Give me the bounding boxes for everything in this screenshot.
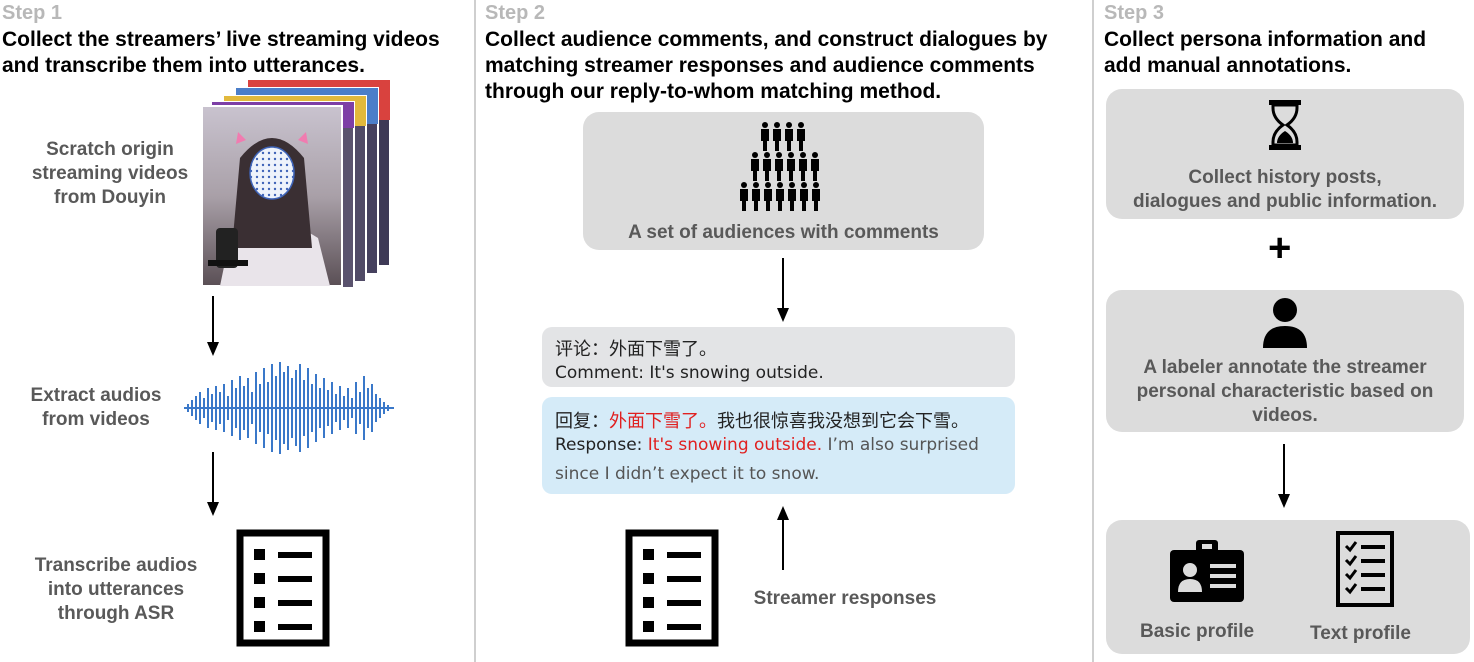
step2-title: Collect audience comments, and construct… (485, 28, 1048, 103)
document-list-icon (236, 529, 330, 647)
divider-left (474, 0, 476, 662)
response-zh-rest: 我也很惊喜我没想到它会下雪。 (717, 411, 969, 432)
basic-profile-label: Basic profile (1140, 621, 1255, 642)
down-arrow-icon (204, 452, 222, 518)
comment-en: Comment: It's snowing outside. (555, 363, 824, 383)
down-arrow-icon (1275, 444, 1293, 510)
step3-title: Collect persona information and add manu… (1104, 28, 1427, 77)
labeler-text: A labeler annotate the streamer personal… (1136, 357, 1434, 426)
response-en: Response: It's snowing outside. I’m also… (555, 435, 979, 455)
comment-bubble: 评论：外面下雪了。 Comment: It's snowing outside. (542, 327, 1015, 387)
step1-label: Step 1 (2, 2, 63, 24)
checklist-icon (1335, 530, 1395, 608)
streamer-text: Streamer responses (753, 588, 937, 609)
extract-text: Extract audios from videos (30, 385, 162, 430)
response-en-line2: since I didn’t expect it to snow. (555, 464, 820, 484)
labeler-panel: A labeler annotate the streamer personal… (1106, 290, 1464, 432)
hourglass-icon (1267, 98, 1303, 152)
audience-crowd-icon (738, 118, 828, 214)
response-en-prefix: Response: (555, 435, 648, 455)
audience-text: A set of audiences with comments (628, 222, 939, 243)
response-zh-prefix: 回复： (555, 411, 609, 432)
text-profile-label: Text profile (1310, 623, 1411, 644)
step2-label: Step 2 (485, 2, 546, 24)
down-arrow-icon (774, 258, 792, 324)
step1-title: Collect the streamers’ live streaming vi… (2, 28, 440, 77)
history-panel: Collect history posts, dialogues and pub… (1106, 89, 1464, 219)
id-card-icon (1168, 538, 1246, 604)
scratch-text: Scratch origin streaming videos from Dou… (31, 139, 189, 208)
response-bubble: 回复：外面下雪了。我也很惊喜我没想到它会下雪。 Response: It's s… (542, 397, 1015, 494)
step3-label: Step 3 (1104, 2, 1165, 24)
video-frames-icon (200, 78, 395, 288)
transcribe-text: Transcribe audios into utterances throug… (34, 555, 198, 624)
response-zh-highlight: 外面下雪了。 (609, 411, 717, 432)
comment-zh: 评论：外面下雪了。 (555, 339, 717, 360)
divider-right (1092, 0, 1094, 662)
profile-panel: Basic profile Text profile (1106, 520, 1470, 654)
history-text: Collect history posts, dialogues and pub… (1132, 167, 1437, 212)
response-en-rest: I’m also surprised (822, 435, 979, 455)
response-en-highlight: It's snowing outside. (647, 435, 823, 455)
waveform-icon (184, 358, 396, 458)
audience-panel: A set of audiences with comments (583, 112, 984, 250)
document-list-icon (625, 529, 719, 647)
plus-sign: + (1268, 226, 1292, 270)
response-zh: 回复：外面下雪了。我也很惊喜我没想到它会下雪。 (555, 407, 969, 433)
person-icon (1260, 296, 1310, 350)
down-arrow-icon (204, 296, 222, 358)
up-arrow-icon (774, 504, 792, 570)
